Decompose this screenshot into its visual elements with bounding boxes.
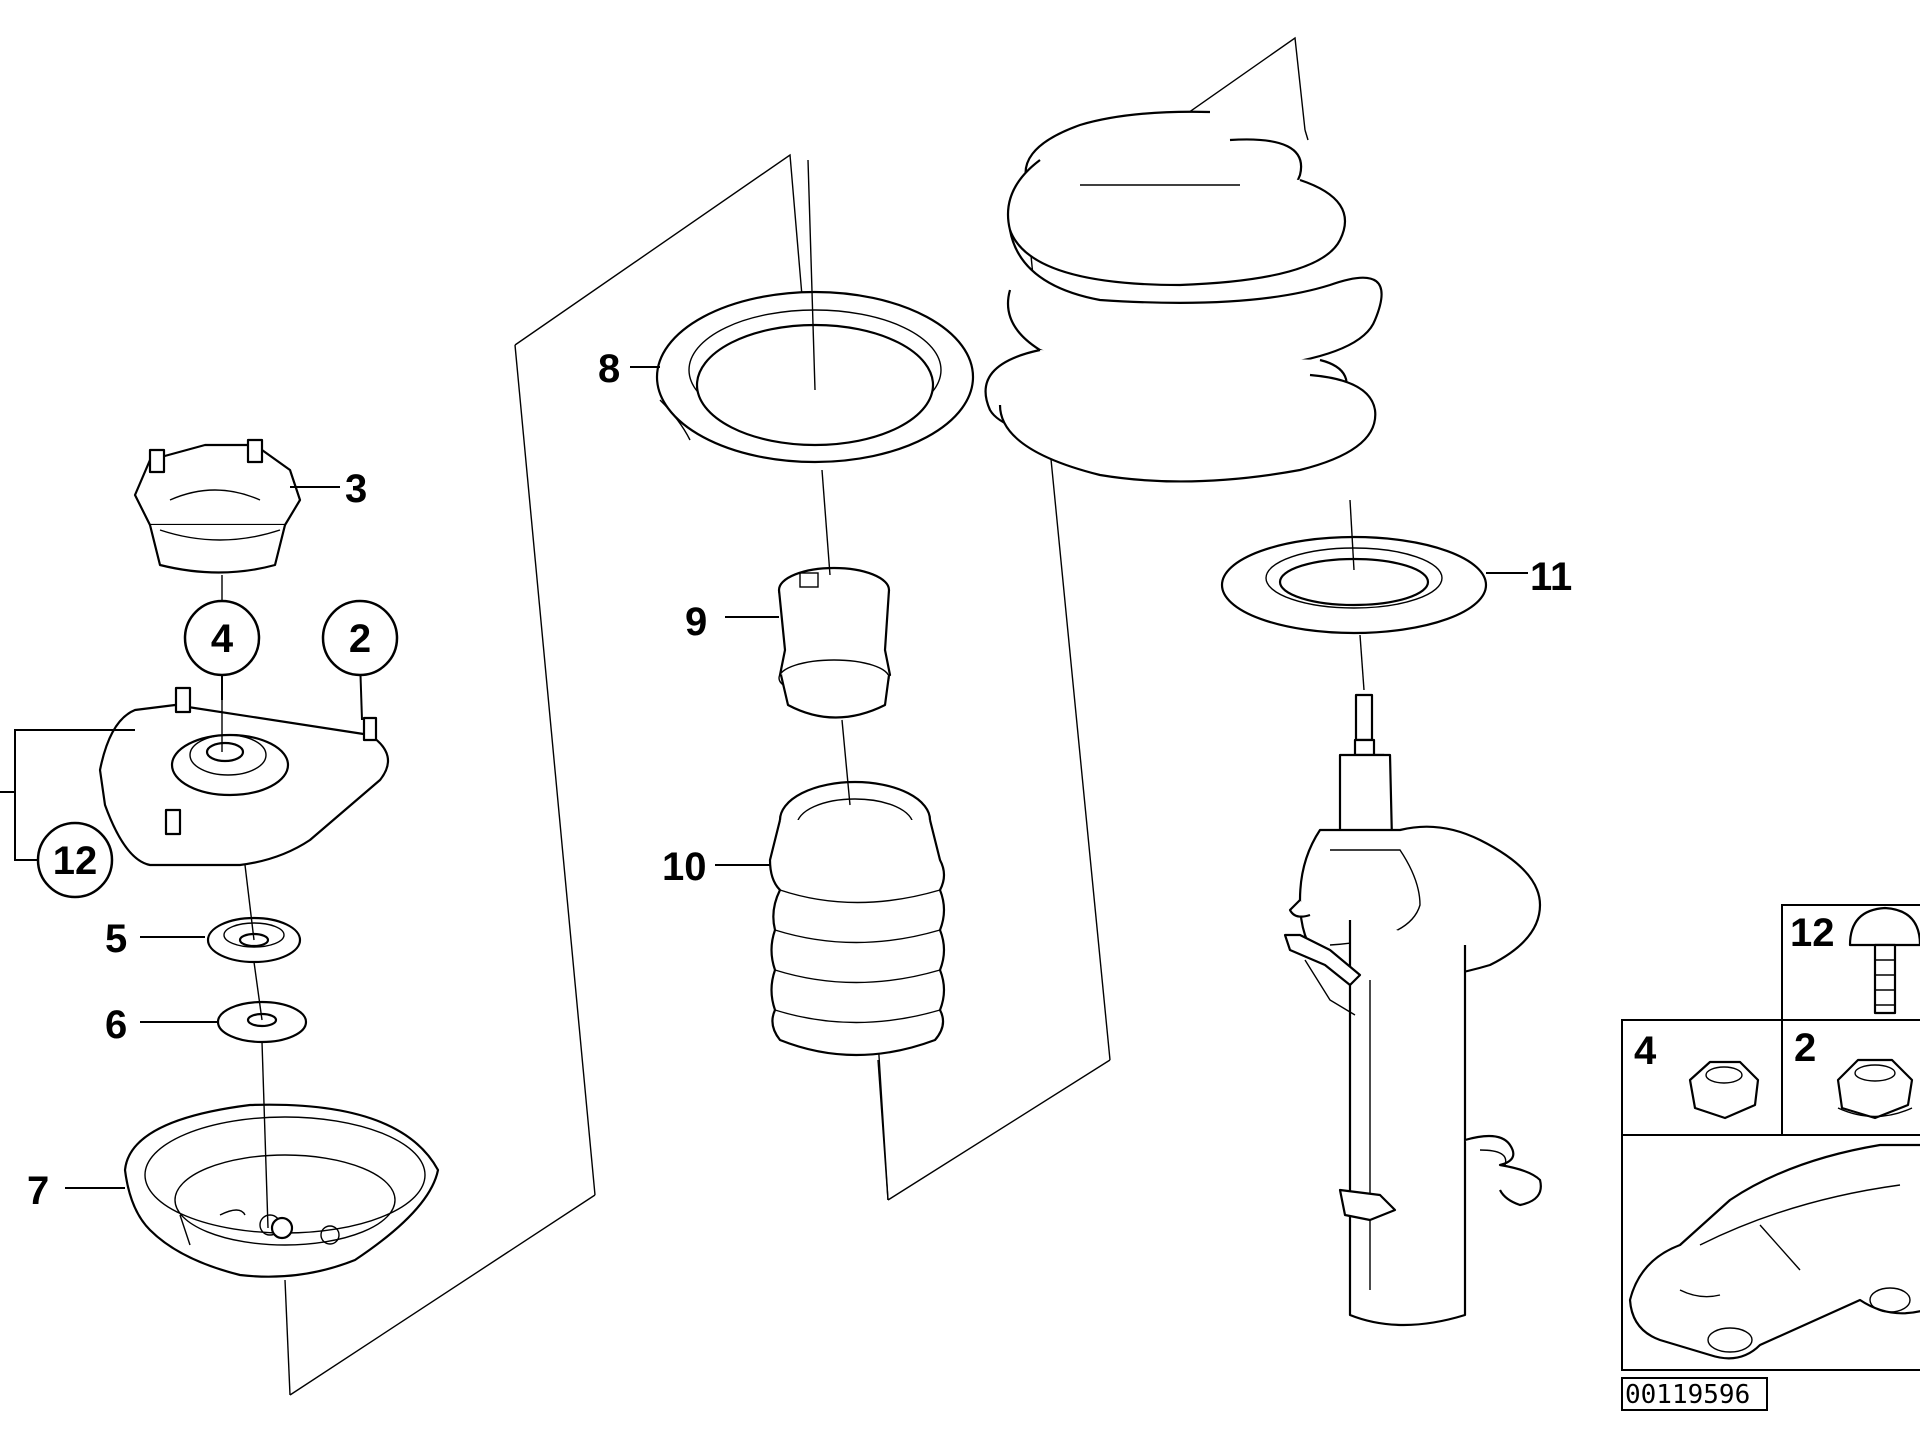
svg-text:10: 10 [662, 845, 707, 889]
svg-text:12: 12 [53, 839, 98, 883]
callout-7: 7 [27, 1169, 49, 1213]
part-11-lower-spring-pad [1220, 535, 1488, 635]
svg-text:4: 4 [211, 617, 234, 661]
svg-text:5: 5 [105, 917, 127, 961]
part-12-strut-mount [98, 686, 390, 867]
svg-text:3: 3 [345, 467, 367, 511]
inset-nut-4: 4 [1634, 1029, 1760, 1120]
inset-car-illustration [1628, 1143, 1920, 1360]
svg-text:8: 8 [598, 347, 620, 391]
svg-text:2: 2 [1794, 1026, 1816, 1070]
callout-5: 5 [105, 917, 127, 961]
part-6-washer [216, 1000, 308, 1044]
coil-spring [984, 110, 1383, 483]
inset-bolt: 12 [1790, 906, 1920, 1015]
part-9-bump-stop [777, 566, 892, 719]
svg-text:11: 11 [1530, 555, 1572, 599]
svg-text:00119596: 00119596 [1625, 1380, 1750, 1410]
leader-lines [65, 129, 1528, 1396]
callout-8: 8 [598, 347, 620, 391]
callout-3: 3 [345, 467, 367, 511]
inset-nut-2: 2 [1794, 1026, 1914, 1120]
callout-4: 4 [183, 599, 261, 677]
svg-text:9: 9 [685, 600, 707, 644]
callout-6: 6 [105, 1003, 127, 1047]
part-7-spring-seat [123, 1103, 440, 1278]
svg-text:4: 4 [1634, 1029, 1657, 1073]
strut-assembly [1283, 693, 1542, 1327]
callout-12: 12 [36, 821, 114, 899]
svg-text:6: 6 [105, 1003, 127, 1047]
part-10-dust-boot [768, 780, 946, 1057]
reference-number: 00119596 [1621, 1377, 1768, 1411]
callout-11: 11 [1530, 555, 1572, 599]
part-3-cap [133, 438, 302, 574]
callout-2: 2 [321, 599, 399, 677]
callout-9: 9 [685, 600, 707, 644]
callout-10: 10 [662, 845, 707, 889]
svg-text:12: 12 [1790, 911, 1835, 955]
svg-text:2: 2 [349, 617, 371, 661]
callout-12-bracket [0, 729, 135, 861]
svg-text:7: 7 [27, 1169, 49, 1213]
